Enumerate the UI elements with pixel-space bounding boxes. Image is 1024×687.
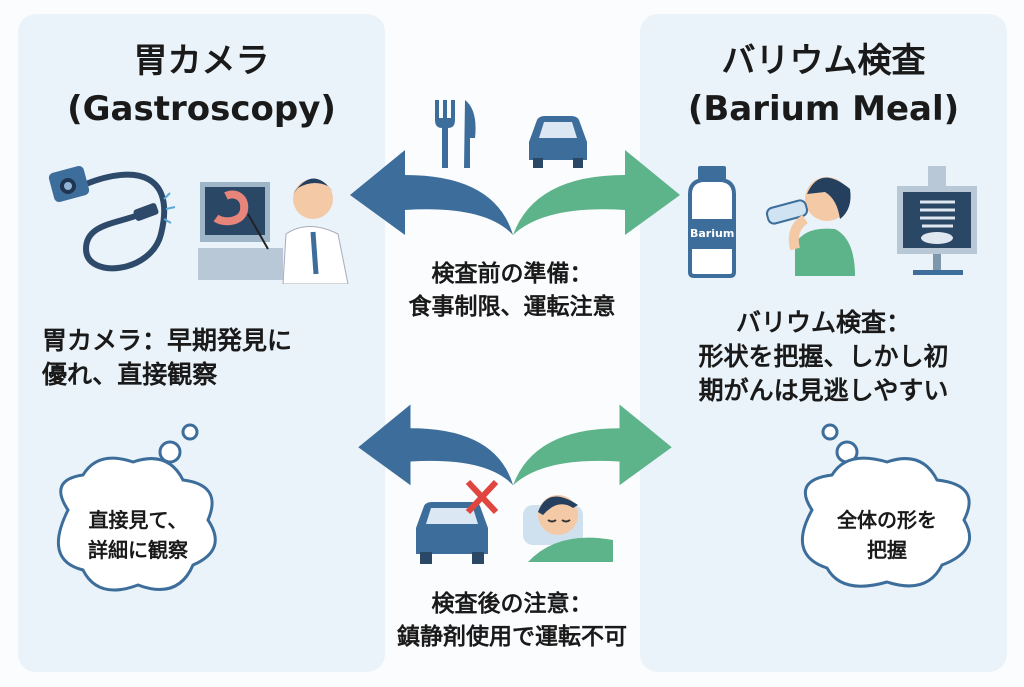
gastroscopy-desc-1: 胃カメラ：早期発見に <box>42 326 293 355</box>
cloud-left-line2: 詳細に観察 <box>88 538 188 562</box>
person-drinking-icon <box>765 177 855 276</box>
arrow-right-green <box>513 150 680 235</box>
barium-title: バリウム検査 <box>721 41 926 81</box>
thought-cloud-right <box>800 423 972 588</box>
barium-desc-2: 形状を把握、しかし初 <box>698 342 949 371</box>
barium-desc-1: バリウム検査： <box>735 308 911 337</box>
arrow-left-blue <box>358 404 514 486</box>
barium-desc-3: 期がんは見逃しやすい <box>698 376 949 405</box>
arrow-right-green <box>513 404 672 486</box>
car-prohibited-icon <box>416 479 499 564</box>
gastroscopy-desc-2: 優れ、直接観察 <box>42 360 218 389</box>
thought-cloud-left <box>56 423 217 592</box>
after-text: 鎮静剤使用で運転不可 <box>397 624 627 650</box>
arrow-left-blue <box>350 150 513 235</box>
cloud-right-line2: 把握 <box>867 538 907 562</box>
barium-bottle-icon <box>688 166 736 278</box>
before-text: 食事制限、運転注意 <box>408 294 616 320</box>
cloud-left-line1: 直接見て、 <box>88 508 188 532</box>
xray-monitor-icon <box>897 166 977 275</box>
arrows-top <box>350 150 680 235</box>
endoscope-icon <box>48 165 176 272</box>
fork-knife-icon <box>435 100 476 168</box>
arrows-bottom <box>358 404 672 486</box>
gastroscopy-title: 胃カメラ <box>133 41 270 81</box>
gastroscopy-subtitle: (Gastroscopy) <box>67 89 336 129</box>
car-icon <box>529 116 587 168</box>
doctor-monitor-icon <box>198 178 349 284</box>
after-title: 検査後の注意： <box>431 591 593 617</box>
cloud-right-line1: 全体の形を <box>837 508 937 532</box>
before-title: 検査前の準備： <box>431 261 593 287</box>
bottle-label: Barium <box>690 227 735 240</box>
barium-subtitle: (Barium Meal) <box>687 89 960 129</box>
sleeping-person-icon <box>523 495 613 562</box>
